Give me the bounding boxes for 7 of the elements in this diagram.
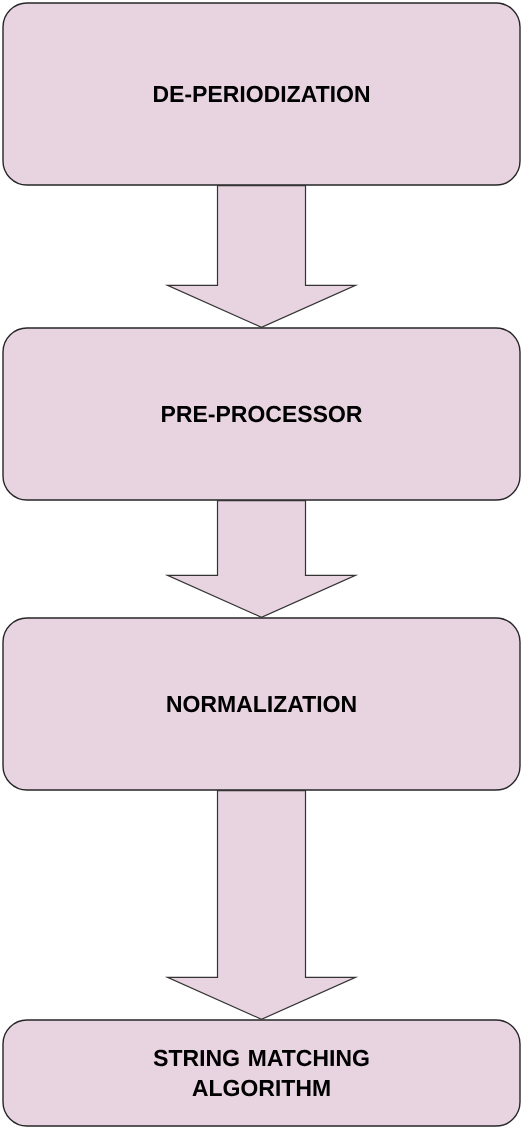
process-box: DE-PERIODIZATION bbox=[2, 2, 521, 186]
process-box: PRE-PROCESSOR bbox=[2, 327, 521, 501]
block-arrow bbox=[164, 790, 359, 1020]
process-box: NORMALIZATION bbox=[2, 617, 521, 791]
process-box: STRING MATCHING ALGORITHM bbox=[2, 1019, 521, 1127]
block-arrow bbox=[164, 185, 359, 328]
block-arrow bbox=[164, 500, 359, 618]
